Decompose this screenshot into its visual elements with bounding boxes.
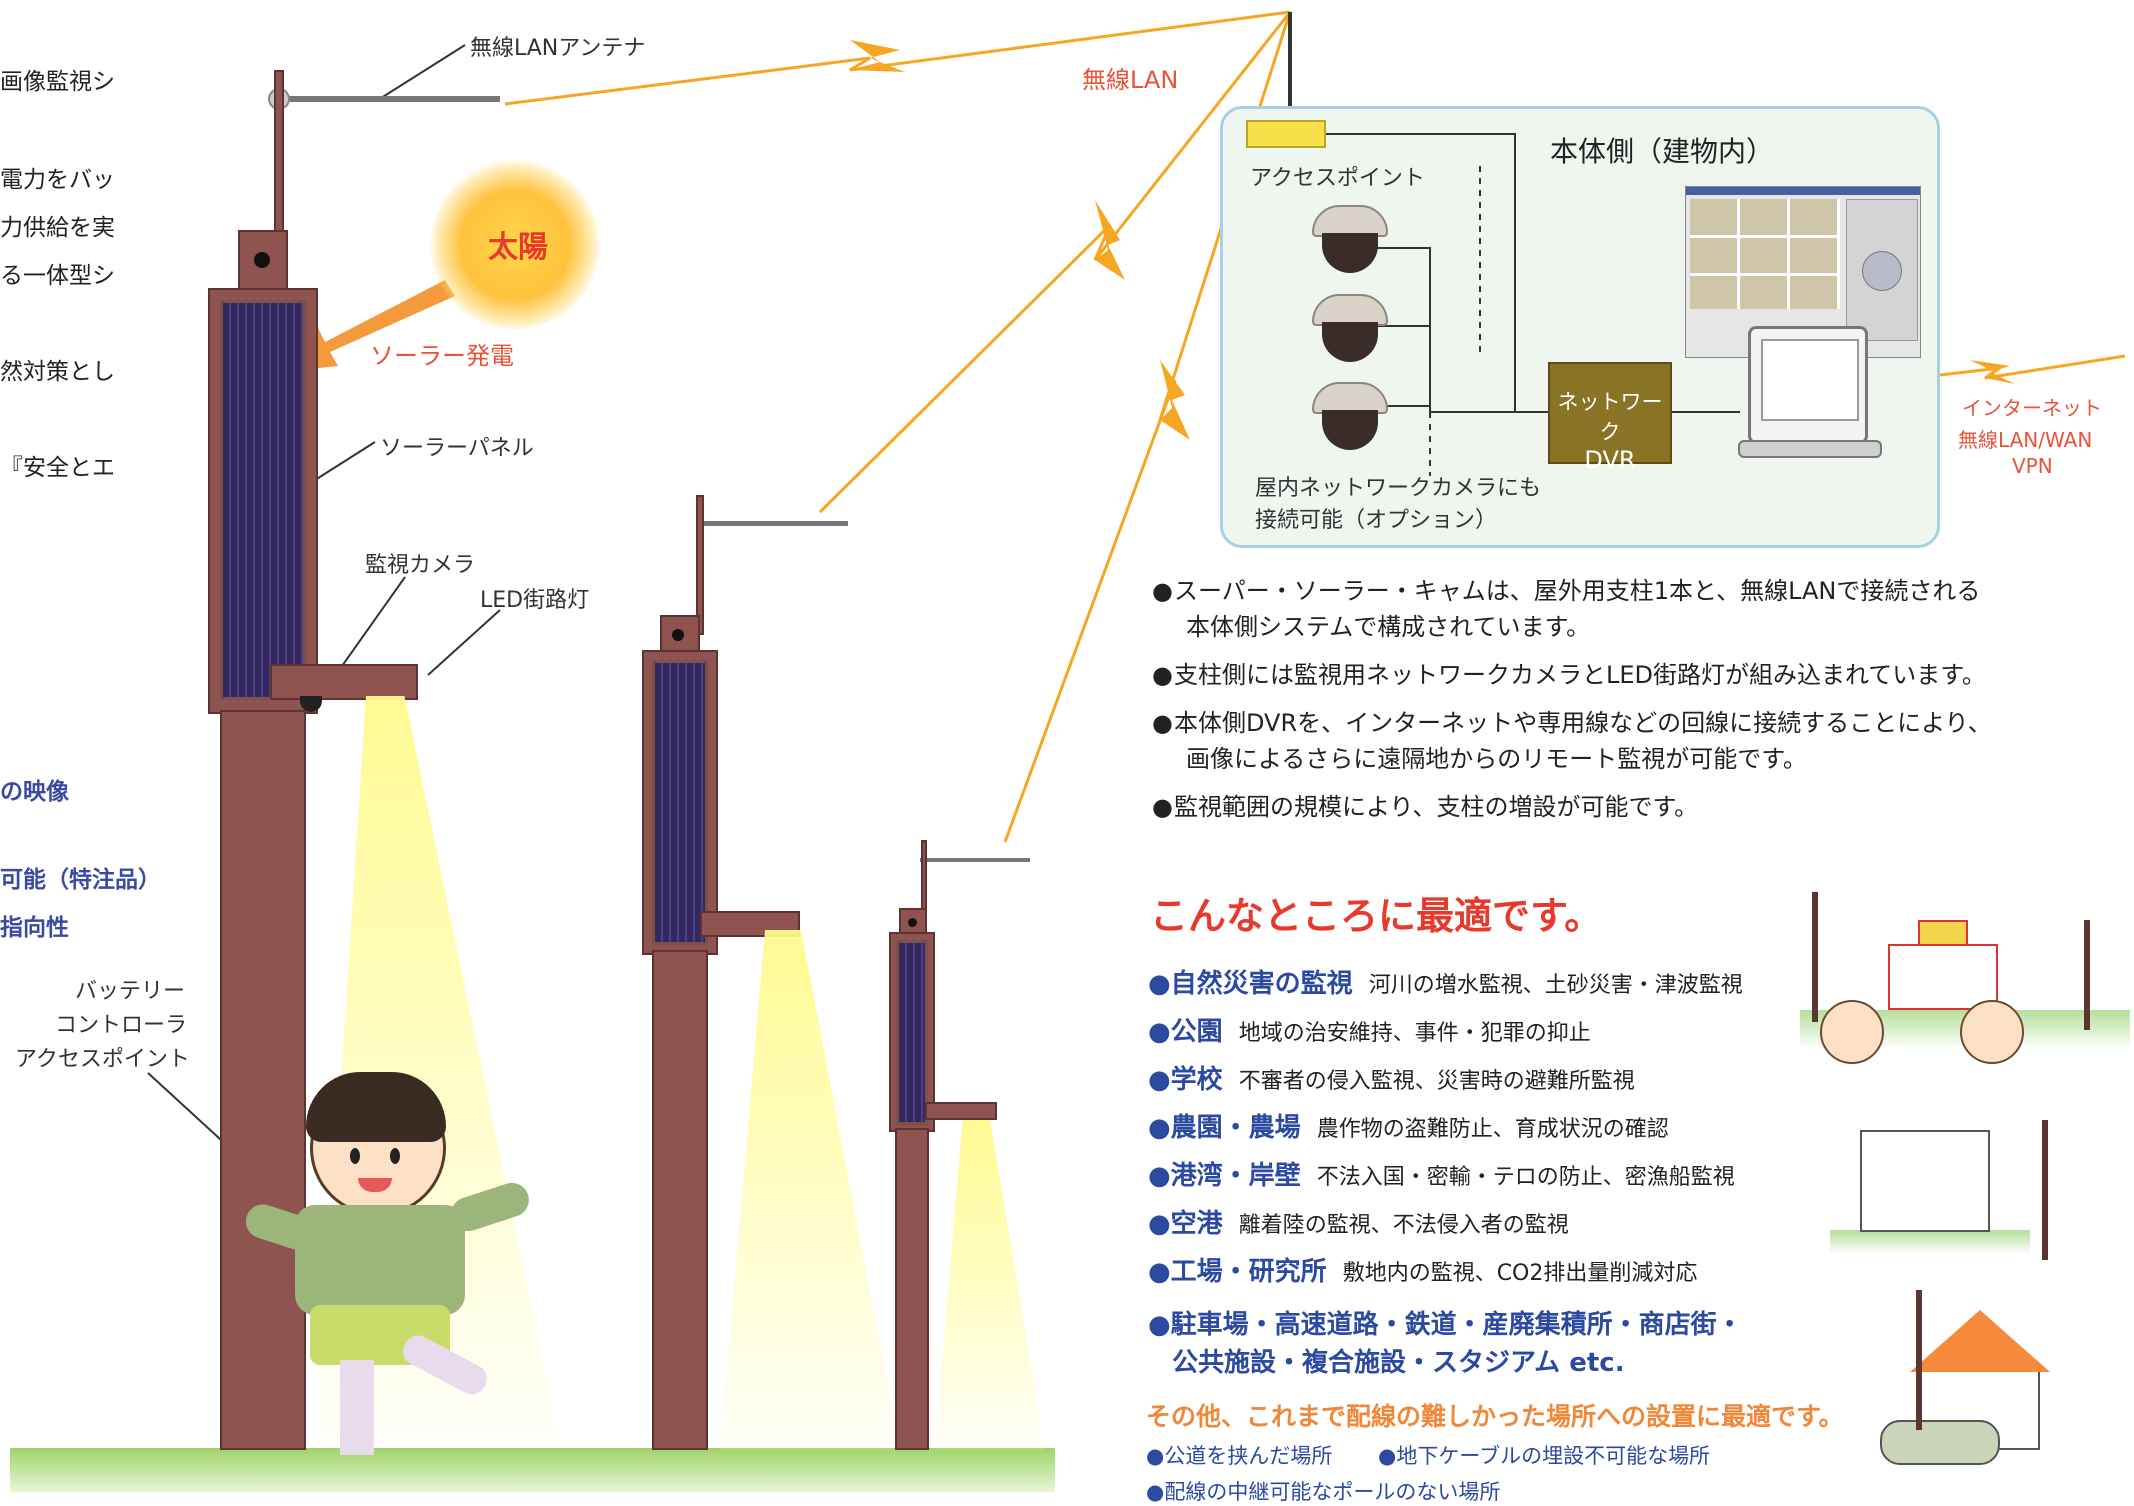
usecase-item: ●学校不審者の侵入監視、災害時の避難所監視 [1148,1065,1635,1095]
camera-label: 監視カメラ [365,553,476,578]
other-item-3: ●配線の中継可能なポールのない場所 [1146,1480,1501,1504]
monitor-stand [1738,440,1882,458]
left-blue-3: 指向性 [0,915,69,941]
pole-3 [885,840,1030,1450]
left-text-2: 電力をバッ [0,167,115,193]
dome-camera-1-icon [1312,205,1388,275]
access-point-label: アクセスポイント [1250,166,1425,191]
description-item-cont: 本体側システムで構成されています。 [1186,613,1591,641]
left-text-4: る一体型シ [0,263,115,289]
dvr-software-screenshot [1685,186,1921,358]
description-item-cont: 画像によるさらに遠隔地からのリモート監視が可能です。 [1186,745,1807,773]
bolt-right [1970,360,2015,384]
description-item: ●スーパー・ソーラー・キャムは、屋外用支柱1本と、無線LANで接続される [1152,577,1981,605]
left-text-1: 画像監視シ [0,69,115,95]
dvr-label-2: DVR [1584,446,1636,474]
pole-1 [190,60,500,1450]
other-item-2: ●地下ケーブルの埋設不可能な場所 [1378,1444,1711,1468]
building-illustration [1830,1110,2070,1260]
pole-2-shaft [652,950,708,1450]
indoor-camera-note-2: 接続可能（オプション） [1255,508,1498,533]
pole-1-antenna-arm [270,96,500,102]
access-point-device [1246,120,1326,148]
battery-leader [147,1072,233,1151]
house-car-illustration [1880,1290,2110,1480]
school-kids-illustration [1800,880,2130,1080]
description-list: ●スーパー・ソーラー・キャムは、屋外用支柱1本と、無線LANで接続される 本体側… [1152,573,2112,825]
pole-1-solar-panel [220,300,306,700]
usecase-long-line-1: ●駐車場・高速道路・鉄道・産廃集積所・商店街・ [1148,1310,1743,1340]
internet-label: インターネット [1962,396,2102,420]
led-label: LED街路灯 [480,588,590,613]
dvr-label-1: ネットワーク [1557,390,1663,444]
description-item: ●支柱側には監視用ネットワークカメラとLED街路灯が組み込まれています。 [1152,661,1986,689]
pole-1-led-arm [270,664,418,700]
pole-1-shaft [220,710,306,1450]
led-leader [427,609,501,676]
pole-1-head [238,230,288,290]
pole-1-camera [300,696,322,712]
building-side-title: 本体側（建物内） [1550,135,1775,168]
usecase-item: ●港湾・岸壁不法入国・密輸・テロの防止、密漁船監視 [1148,1161,1735,1191]
usecase-item: ●工場・研究所敷地内の監視、CO2排出量削減対応 [1148,1257,1698,1287]
usecases-title: こんなところに最適です。 [1150,894,1603,938]
controller-label: コントローラ [55,1013,188,1038]
left-text-6: 『安全とエ [0,455,115,481]
pole-2-antenna-arm [696,521,848,526]
pole-3-shaft [895,1128,929,1450]
pole-2 [640,495,848,1450]
usecase-item: ●公園地域の治安維持、事件・犯罪の抑止 [1148,1017,1591,1047]
pole-2-solar-panel [652,660,708,945]
usecase-item: ●自然災害の監視河川の増水監視、土砂災害・津波監視 [1148,969,1743,999]
description-item: ●本体側DVRを、インターネットや専用線などの回線に接続することにより、 [1152,709,1992,737]
indoor-camera-note-1: 屋内ネットワークカメラにも [1255,476,1542,501]
pole-3-solar-panel [896,940,928,1125]
left-blue-1: の映像 [0,779,69,805]
usecase-item: ●農園・農場農作物の盗難防止、育成状況の確認 [1148,1113,1669,1143]
battery-label: バッテリー [75,979,186,1004]
other-title: その他、これまで配線の難しかった場所への設置に最適です。 [1146,1402,1844,1431]
building-wiring [1326,133,1740,476]
network-dvr-box: ネットワーク DVR [1548,362,1672,474]
left-blue-2: 可能（特注品） [0,867,161,893]
boy-illustration [240,1070,540,1470]
solar-panel-label: ソーラーパネル [380,436,534,461]
link-to-pole-1 [504,10,1291,106]
description-item: ●監視範囲の規模により、支柱の増設が可能です。 [1152,793,1699,821]
wan-label: 無線LAN/WAN [1958,428,2093,452]
dome-camera-2-icon [1312,294,1388,364]
other-item-1: ●公道を挟んだ場所 [1146,1444,1333,1468]
monitor-icon [1748,326,1868,444]
dome-camera-3-icon [1312,382,1388,452]
link-to-pole-2 [818,11,1292,514]
sun-icon [430,160,600,330]
ground-grass [10,1448,1055,1492]
antenna-leader [377,44,466,101]
bolt-mid [1095,200,1125,280]
pole-2-mast [696,495,704,635]
solar-arrow [282,280,455,372]
bolt-low [1160,360,1190,440]
sun-label: 太陽 [488,230,548,265]
vpn-label: VPN [2012,454,2053,478]
usecase-item: ●空港離着陸の監視、不法侵入者の監視 [1148,1209,1569,1239]
pole-3-mast [921,840,927,915]
pole-access-point-label: アクセスポイント [15,1047,190,1072]
pole-2-head [660,615,700,655]
pole-3-antenna-arm [920,858,1030,862]
solar-power-label: ソーラー発電 [370,342,514,370]
left-text-5: 然対策とし [0,359,115,385]
bolt-top [850,40,905,72]
wireless-lan-label: 無線LAN [1082,66,1179,94]
left-text-3: 力供給を実 [0,215,115,241]
antenna-label: 無線LANアンテナ [470,36,646,61]
usecase-long-line-2: 公共施設・複合施設・スタジアム etc. [1172,1348,1625,1378]
usecase-list: ●自然災害の監視河川の増水監視、土砂災害・津波監視 ●公園地域の治安維持、事件・… [1148,960,1808,1296]
pole-3-led-arm [925,1102,997,1120]
